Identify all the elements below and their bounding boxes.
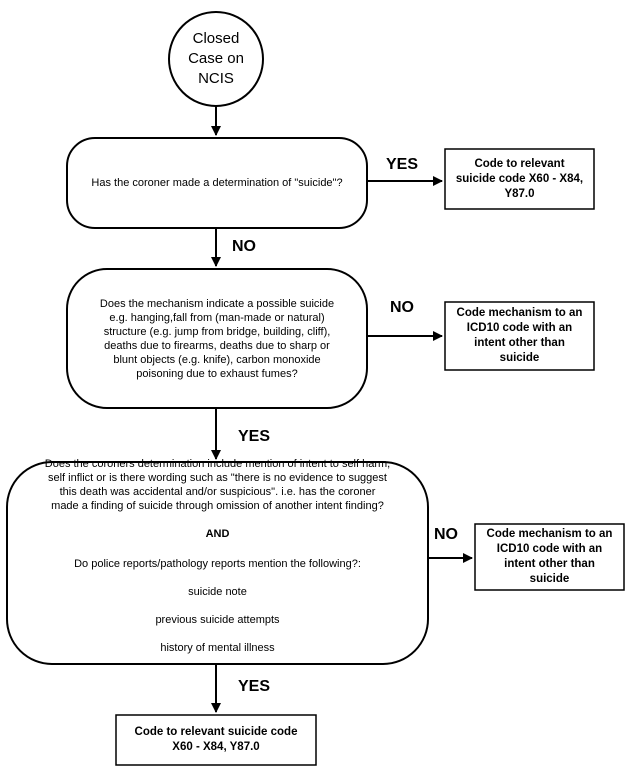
outcome3-node: Code mechanism to an ICD10 code with an … <box>486 528 613 585</box>
decision3-items: suicide note previous suicide attempts h… <box>155 571 279 669</box>
outcome1-shape <box>444 148 595 210</box>
label-yes-2: YES <box>238 428 271 445</box>
outcome2-shape <box>444 301 595 371</box>
decision3-question: Does the coroners determination include … <box>44 458 391 512</box>
decision3-and: AND <box>205 528 230 540</box>
decision3-shape <box>6 461 429 665</box>
decision1-node: Has the coroner made a determination of … <box>91 177 343 189</box>
decision3-question2: Do police reports/pathology reports ment… <box>74 558 361 570</box>
outcome3-shape <box>474 523 625 591</box>
label-no-2: NO <box>390 299 414 316</box>
outcome4-shape <box>115 714 317 766</box>
decision3-node: Does the coroners determination include … <box>12 458 423 660</box>
outcome2-node: Code mechanism to an ICD10 code with an … <box>456 307 583 364</box>
decision3-item: history of mental illness <box>160 642 275 654</box>
decision3-item: suicide note <box>188 586 247 598</box>
decision3-item: previous suicide attempts <box>155 614 280 626</box>
label-no-3: NO <box>434 526 458 543</box>
decision2-node: Does the mechanism indicate a possible s… <box>99 297 335 380</box>
label-yes-3: YES <box>238 678 271 695</box>
outcome1-node: Code to relevant suicide code X60 - X84,… <box>455 157 584 200</box>
start-node: Closed Case on NCIS <box>188 30 244 87</box>
label-no-1: NO <box>232 238 256 255</box>
outcome4-node: Code to relevant suicide code X60 - X84,… <box>134 726 298 753</box>
label-yes-1: YES <box>386 156 419 173</box>
